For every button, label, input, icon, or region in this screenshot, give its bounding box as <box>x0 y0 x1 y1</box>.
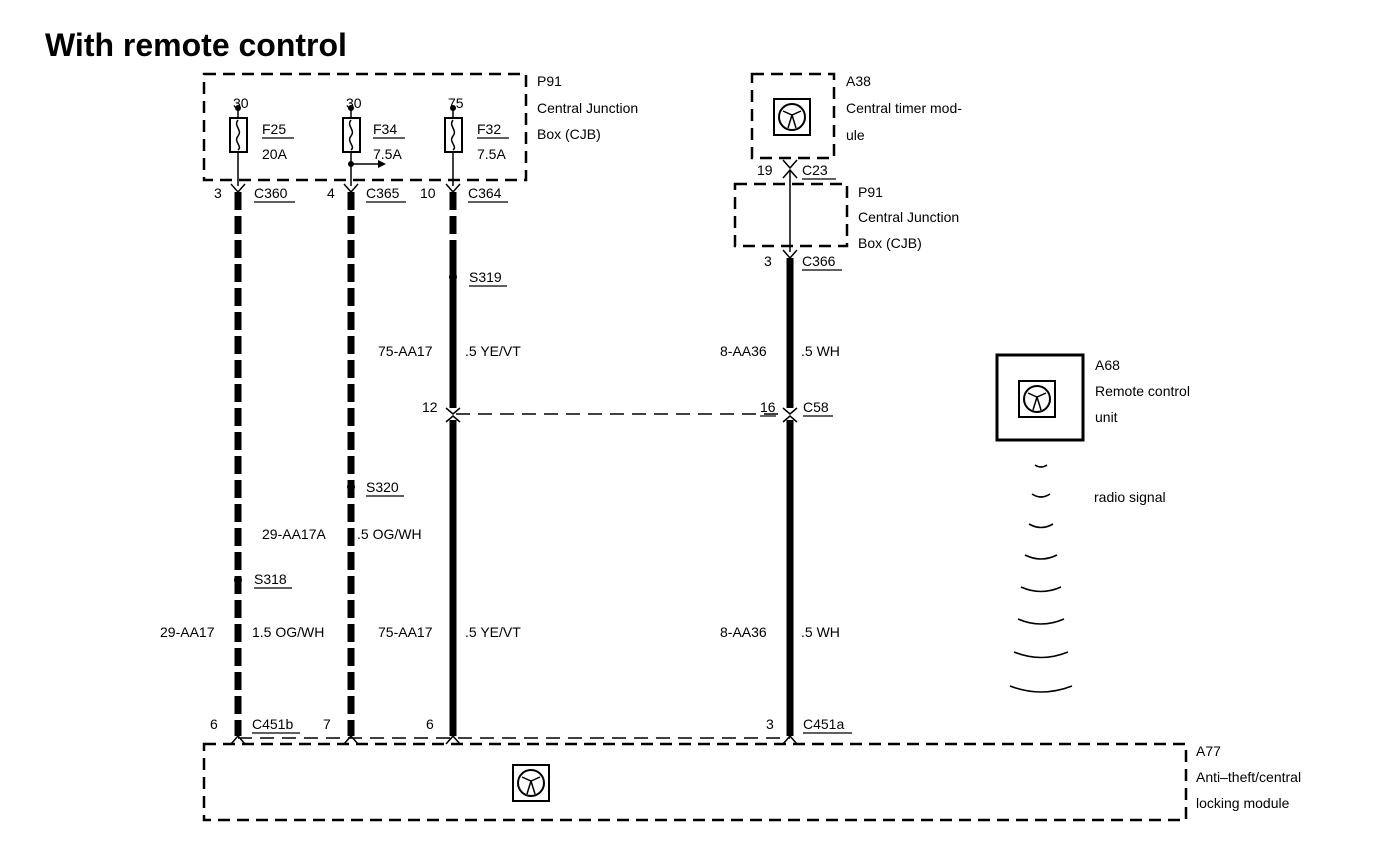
c360-pin: 3 <box>214 185 222 201</box>
c451a-name: C451a <box>803 716 844 732</box>
c451a-pin: 3 <box>766 716 774 732</box>
fuse-f34-name: F34 <box>373 121 397 137</box>
p91-junction-box-mid <box>733 182 849 248</box>
fuse-f32-feed: 75 <box>448 95 464 111</box>
c58-name: C58 <box>803 399 829 415</box>
a77-module-box <box>202 742 1188 822</box>
wire-1-spec: 1.5 OG/WH <box>252 624 324 640</box>
c365-pin: 4 <box>327 185 335 201</box>
wire-4-bottom-spec: .5 WH <box>801 624 840 640</box>
splice-s318-dot <box>234 576 242 584</box>
splice-s318: S318 <box>254 571 287 587</box>
a38-id: A38 <box>846 73 871 89</box>
c366-name: C366 <box>802 253 836 269</box>
p91-top-line2: Box (CJB) <box>537 126 601 142</box>
a77-module-icon <box>512 764 550 802</box>
fuse-f34-rating: 7.5A <box>373 146 402 162</box>
c451b-name: C451b <box>252 716 293 732</box>
wire-2-spec: .5 OG/WH <box>357 526 422 542</box>
c364-pin: 10 <box>420 185 436 201</box>
fuse-f34 <box>342 105 386 186</box>
a68-remote-icon <box>1018 380 1056 418</box>
fuse-f32-rating: 7.5A <box>477 146 506 162</box>
a38-line1: Central timer mod- <box>846 100 962 116</box>
c23-pin: 19 <box>757 162 773 178</box>
wire-4-top-circuit: 8-AA36 <box>720 343 767 359</box>
p91-mid-id: P91 <box>858 184 883 200</box>
c451b-pin-1: 6 <box>210 716 218 732</box>
a68-id: A68 <box>1095 357 1120 373</box>
p91-mid-line1: Central Junction <box>858 209 959 225</box>
radio-signal-label: radio signal <box>1094 489 1166 505</box>
wire-2-circuit: 29-AA17A <box>262 526 326 542</box>
a38-module-icon <box>773 98 811 136</box>
wire-3-bottom-spec: .5 YE/VT <box>465 624 521 640</box>
p91-mid-line2: Box (CJB) <box>858 235 922 251</box>
c366-pin: 3 <box>764 253 772 269</box>
c23-name: C23 <box>802 162 828 178</box>
a77-line1: Anti–theft/central <box>1196 769 1301 785</box>
diagram-title: With remote control <box>45 27 347 63</box>
splice-s320-dot <box>347 483 355 491</box>
fuse-f25-name: F25 <box>262 121 286 137</box>
a38-line2: ule <box>846 127 865 143</box>
radio-signal-waves <box>1009 464 1073 693</box>
c58-left-pin: 12 <box>422 399 438 415</box>
fuse-f25 <box>229 105 248 186</box>
a77-id: A77 <box>1196 743 1221 759</box>
a68-remote-control-box <box>995 353 1085 442</box>
wire-3-top-spec: .5 YE/VT <box>465 343 521 359</box>
c360-name: C360 <box>254 185 288 201</box>
c365-name: C365 <box>366 185 400 201</box>
fuse-f34-feed: 30 <box>346 95 362 111</box>
wire-1-circuit: 29-AA17 <box>160 624 215 640</box>
wire-3-top-circuit: 75-AA17 <box>378 343 433 359</box>
p91-junction-box-top <box>202 72 528 182</box>
c451b-pin-2: 7 <box>323 716 331 732</box>
c58-right-pin: 16 <box>760 399 776 415</box>
splice-s320: S320 <box>366 479 399 495</box>
splice-s319-dot <box>449 273 457 281</box>
wire-4-top-spec: .5 WH <box>801 343 840 359</box>
c364-name: C364 <box>468 185 502 201</box>
p91-top-line1: Central Junction <box>537 100 638 116</box>
splice-s319: S319 <box>469 269 502 285</box>
c451b-pin-3: 6 <box>426 716 434 732</box>
a38-module-box <box>750 72 836 160</box>
fuse-f32-name: F32 <box>477 121 501 137</box>
wire-3-bottom-circuit: 75-AA17 <box>378 624 433 640</box>
fuse-f32 <box>444 105 463 186</box>
fuse-f25-feed: 30 <box>233 95 249 111</box>
p91-top-id: P91 <box>537 73 562 89</box>
a77-line2: locking module <box>1196 795 1290 811</box>
a68-line1: Remote control <box>1095 383 1190 399</box>
fuse-f25-rating: 20A <box>262 146 288 162</box>
a68-line2: unit <box>1095 409 1118 425</box>
wire-4-bottom-circuit: 8-AA36 <box>720 624 767 640</box>
